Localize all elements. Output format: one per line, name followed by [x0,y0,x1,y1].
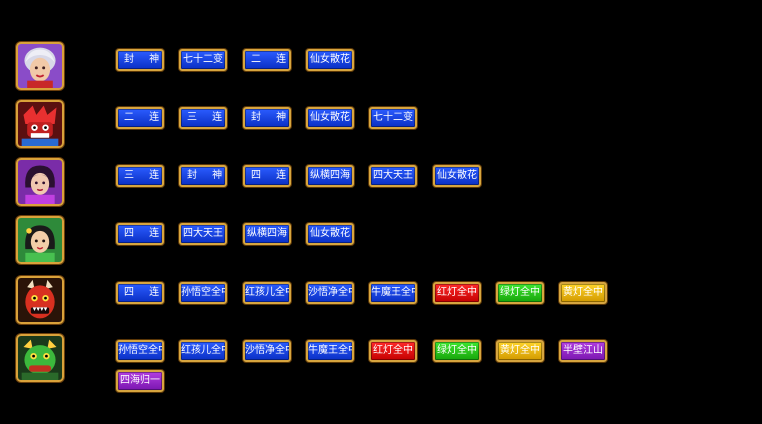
skill-badge: 二 连 [243,49,291,71]
skill-badge: 四 连 [243,165,291,187]
skill-badge: 三 连 [179,107,227,129]
red-monster-portrait [18,102,62,146]
skill-badge: 绿灯全中 [496,282,544,304]
skill-badge: 孙悟空全中 [116,340,164,362]
silver-haired-lady-portrait [18,44,62,88]
skill-badge: 仙女散花 [306,223,354,245]
skill-badge: 四大天王 [369,165,417,187]
skill-badge: 黄灯全中 [496,340,544,362]
skill-badge: 七十二变 [179,49,227,71]
skill-badge: 半壁江山 [559,340,607,362]
skill-badge: 纵横四海 [306,165,354,187]
avatar-silver-haired-lady [16,42,64,90]
skill-badge: 黄灯全中 [559,282,607,304]
skill-badge: 封 神 [116,49,164,71]
skill-badge: 三 连 [116,165,164,187]
avatar-green-dragon [16,334,64,382]
green-fairy-portrait [18,218,62,262]
avatar-green-fairy [16,216,64,264]
skill-badge: 四海归一 [116,370,164,392]
skill-badge: 四大天王 [179,223,227,245]
skill-badge: 封 神 [179,165,227,187]
skill-badge: 牛魔王全中 [369,282,417,304]
purple-witch-portrait [18,160,62,204]
skill-badge: 七十二变 [369,107,417,129]
green-dragon-portrait [18,336,62,380]
skill-badge: 封 神 [243,107,291,129]
skill-badge: 红灯全中 [433,282,481,304]
skill-badge: 二 连 [116,107,164,129]
skill-badge: 四 连 [116,282,164,304]
avatar-red-monster [16,100,64,148]
skill-badge: 四 连 [116,223,164,245]
skill-badge: 红孩儿全中 [243,282,291,304]
skill-badge: 纵横四海 [243,223,291,245]
skill-badge: 孙悟空全中 [179,282,227,304]
skill-badge: 牛魔王全中 [306,340,354,362]
skill-badge: 仙女散花 [306,107,354,129]
skill-badge: 仙女散花 [306,49,354,71]
skill-badge: 绿灯全中 [433,340,481,362]
red-demon-portrait [18,278,62,322]
skill-badge: 红灯全中 [369,340,417,362]
skill-badge: 沙悟净全中 [306,282,354,304]
avatar-red-demon [16,276,64,324]
avatar-purple-witch [16,158,64,206]
skill-badge: 仙女散花 [433,165,481,187]
skill-badge: 红孩儿全中 [179,340,227,362]
skill-badge: 沙悟净全中 [243,340,291,362]
